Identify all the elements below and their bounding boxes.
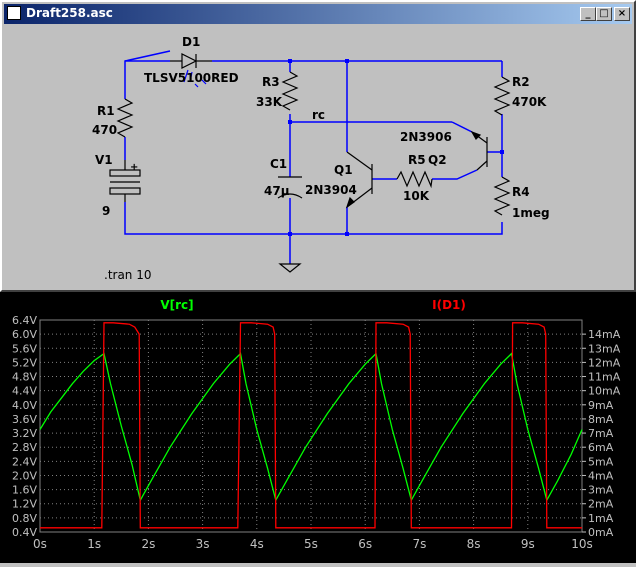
r1-name-label: R1 [97,104,115,118]
y-right-tick-label: 12mA [588,356,621,369]
resistor-r1[interactable] [116,98,134,138]
y-left-tick-label: 5.6V [12,342,37,355]
y-right-tick-label: 13mA [588,342,621,355]
spice-directive[interactable]: .tran 10 [104,268,152,282]
y-left-tick-label: 4.0V [12,399,37,412]
y-left-tick-label: 4.8V [12,371,37,384]
v1-name-label: V1 [95,153,113,167]
y-right-tick-label: 4mA [588,469,614,482]
plot-ticks: 0s 1s 2s 3s 4s 5s 6s 7s 8s 9s 10s 0.4V0.8V1.2V1.6V 2… [12,314,621,551]
x-tick-label: 3s [196,537,210,551]
y-right-tick-label: 6mA [588,441,614,454]
y-left-tick-label: 4.4V [12,385,37,398]
resistor-r4[interactable] [493,176,511,216]
resistor-r5[interactable] [396,170,433,189]
title-bar[interactable]: Draft258.asc _ □ × [4,4,632,24]
waveform-plot[interactable]: 0s 1s 2s 3s 4s 5s 6s 7s 8s 9s 10s 0.4V0.8V1.2V1.6V 2… [0,292,636,563]
y-right-tick-label: 1mA [588,512,614,525]
series-line-i-d1- [40,322,582,529]
y-left-tick-label: 0.4V [12,526,37,539]
x-tick-label: 9s [521,537,535,551]
y-left-tick-label: 6.4V [12,314,37,327]
x-tick-label: 7s [412,537,426,551]
v1-plus-label: + [130,162,138,173]
transistor-q2[interactable] [470,130,488,171]
resistor-r2[interactable] [493,76,511,116]
d1-name-label: D1 [182,35,200,49]
y-left-tick-label: 1.2V [12,498,37,511]
y-left-tick-label: 6.0V [12,328,37,341]
y-right-tick-label: 5mA [588,455,614,468]
x-tick-label: 6s [358,537,372,551]
r1-value-label: 470 [92,123,117,137]
y-left-tick-label: 3.2V [12,427,37,440]
c1-name-label: C1 [270,157,287,171]
window-title: Draft258.asc [26,6,113,20]
r4-value-label: 1meg [512,206,550,220]
diode-d1[interactable] [170,53,212,88]
net-label-rc: rc [312,108,325,122]
y-right-tick-label: 7mA [588,427,614,440]
y-left-tick-label: 2.8V [12,441,37,454]
maximize-button[interactable]: □ [596,7,612,21]
y-right-tick-label: 9mA [588,399,614,412]
ground-symbol [278,263,302,273]
x-tick-label: 8s [467,537,481,551]
y-left-tick-label: 1.6V [12,484,37,497]
voltage-source-v1[interactable] [109,160,141,202]
plot-grid [39,319,586,533]
wire-nodes [288,59,504,236]
y-left-tick-label: 3.6V [12,413,37,426]
plot-series [39,322,583,529]
r3-value-label: 33K [256,95,283,109]
q2-value-label: 2N3906 [400,130,452,144]
y-right-tick-label: 11mA [588,371,621,384]
r3-name-label: R3 [262,75,280,89]
schematic-window: Draft258.asc _ □ × [0,0,636,292]
schematic-canvas[interactable]: D1 TLSV5100RED R1 470 V1 + 9 R3 33K rc C… [8,26,628,288]
resistor-r3[interactable] [281,71,299,111]
document-icon [7,6,21,20]
transistor-q1[interactable] [345,151,373,209]
q1-name-label: Q1 [334,163,353,177]
x-tick-label: 4s [250,537,264,551]
legend-id1[interactable]: I(D1) [432,298,466,312]
r5-value-label: 10K [403,189,430,203]
y-left-tick-label: 5.2V [12,356,37,369]
x-tick-label: 2s [141,537,155,551]
y-left-tick-label: 2.4V [12,455,37,468]
close-button[interactable]: × [614,7,630,21]
q1-value-label: 2N3904 [305,183,357,197]
series-line-v-rc- [39,352,583,502]
q2-name-label: Q2 [428,153,447,167]
y-right-tick-label: 2mA [588,498,614,511]
minimize-button[interactable]: _ [580,7,596,21]
y-left-tick-label: 2.0V [12,469,37,482]
c1-value-label: 47µ [264,184,290,198]
y-left-tick-label: 0.8V [12,512,37,525]
v1-value-label: 9 [102,204,110,218]
r2-value-label: 470K [512,95,547,109]
r5-name-label: R5 [408,153,426,167]
y-right-tick-label: 10mA [588,385,621,398]
x-tick-label: 5s [304,537,318,551]
x-tick-label: 1s [87,537,101,551]
y-right-tick-label: 8mA [588,413,614,426]
d1-value-label: TLSV5100RED [144,71,239,85]
x-tick-label: 0s [33,537,47,551]
legend-vrc[interactable]: V[rc] [160,298,193,312]
r4-name-label: R4 [512,185,530,199]
y-right-tick-label: 3mA [588,484,614,497]
capacitor-c1[interactable] [277,176,303,199]
y-right-tick-label: 14mA [588,328,621,341]
x-tick-label: 10s [571,537,593,551]
y-right-tick-label: 0mA [588,526,614,539]
r2-name-label: R2 [512,75,530,89]
